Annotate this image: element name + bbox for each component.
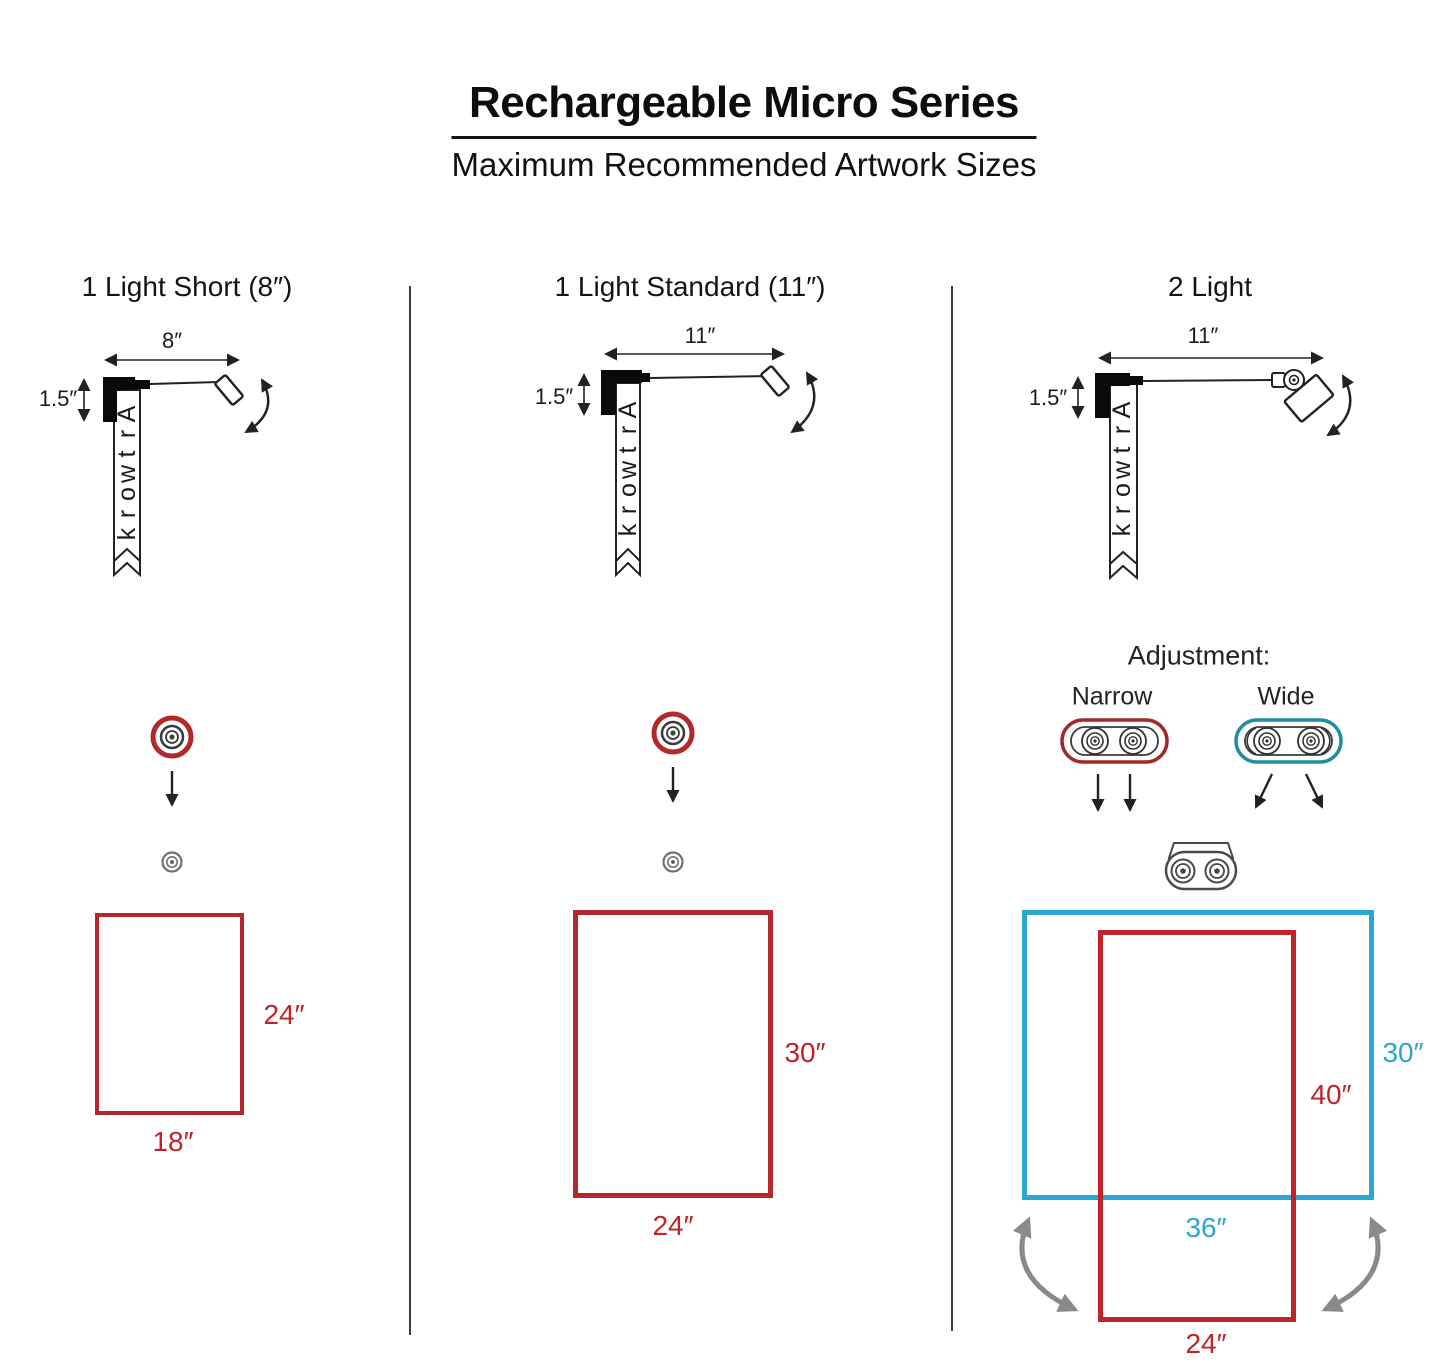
header: Rechargeable Micro Series Maximum Recomm… bbox=[451, 78, 1037, 184]
wide-rect-height-label: 30″ bbox=[1382, 1037, 1424, 1068]
artwork-max-rect-18x24 bbox=[95, 913, 244, 1115]
wide-beam-arrow bbox=[1304, 773, 1324, 809]
rect-height-label: 30″ bbox=[784, 1037, 826, 1068]
narrow-beam-pill bbox=[1060, 718, 1169, 764]
wide-label: Wide bbox=[1257, 682, 1315, 711]
narrow-lenses bbox=[1081, 727, 1147, 755]
light-arm bbox=[649, 375, 771, 379]
column-divider-right bbox=[951, 286, 953, 1331]
fixture-diagram-1-light-short bbox=[77, 353, 274, 578]
rotation-arrow bbox=[1326, 374, 1355, 437]
bracket-hinge bbox=[135, 380, 150, 389]
artwork-ribbon-chevron bbox=[1109, 550, 1138, 565]
swivel-range-arrows bbox=[1012, 1216, 1388, 1312]
column3-title: 2 Light bbox=[1167, 271, 1253, 302]
light-arm bbox=[149, 381, 220, 385]
arm-length-label: 8″ bbox=[161, 328, 183, 353]
swivel-arrow-right bbox=[1321, 1216, 1388, 1312]
artwork-ribbon-chevron bbox=[615, 547, 641, 562]
artwork-max-rect-narrow-24x40 bbox=[1098, 930, 1296, 1322]
bracket-hinge bbox=[637, 373, 650, 382]
rotation-arrow bbox=[790, 371, 819, 434]
light-head bbox=[214, 374, 244, 406]
wide-lenses bbox=[1246, 727, 1331, 755]
lens-front-view-group-2 bbox=[651, 711, 695, 873]
bracket-side bbox=[1095, 373, 1110, 418]
artwork-ribbon-chevron bbox=[113, 547, 141, 562]
lens-front-view-group-1 bbox=[150, 715, 194, 873]
artwork-ribbon bbox=[113, 389, 141, 578]
bracket-side bbox=[103, 377, 117, 422]
column1-title: 1 Light Short (8″) bbox=[81, 271, 293, 302]
arm-length-label: 11″ bbox=[1187, 323, 1219, 348]
artwork-max-rect-wide-36x30 bbox=[1022, 910, 1374, 1200]
fixture-diagram-1-light-standard bbox=[577, 347, 819, 578]
light-head bbox=[1283, 374, 1335, 423]
artwork-max-rect-24x30 bbox=[573, 910, 773, 1198]
page-subtitle: Maximum Recommended Artwork Sizes bbox=[451, 146, 1037, 183]
light-arm bbox=[1142, 379, 1273, 382]
rotation-arrow bbox=[244, 378, 274, 434]
column-divider-left bbox=[409, 286, 411, 1335]
rect-height-label: 24″ bbox=[263, 999, 305, 1030]
narrow-label: Narrow bbox=[1071, 682, 1153, 711]
rect-width-label: 24″ bbox=[652, 1210, 694, 1241]
page-title: Rechargeable Micro Series bbox=[451, 78, 1037, 139]
light-head bbox=[760, 365, 790, 397]
swivel-arrow-left bbox=[1012, 1216, 1079, 1312]
adjustment-graphics bbox=[1060, 718, 1343, 891]
offset-label: 1.5″ bbox=[534, 384, 574, 409]
fixture-diagram-2-light bbox=[1071, 351, 1355, 581]
offset-label: 1.5″ bbox=[38, 386, 78, 411]
adjustment-heading: Adjustment: bbox=[1127, 640, 1271, 671]
two-light-fixture-front bbox=[1164, 842, 1238, 891]
narrow-rect-width-label: 24″ bbox=[1185, 1328, 1227, 1359]
wide-beam-pill bbox=[1234, 718, 1343, 764]
wide-rect-width-label: 36″ bbox=[1185, 1212, 1227, 1243]
bracket-side bbox=[601, 370, 616, 415]
column2-title: 1 Light Standard (11″) bbox=[554, 271, 826, 302]
offset-label: 1.5″ bbox=[1028, 385, 1068, 410]
wide-beam-arrow bbox=[1254, 773, 1274, 809]
arm-length-label: 11″ bbox=[684, 323, 716, 348]
narrow-rect-height-label: 40″ bbox=[1310, 1079, 1352, 1110]
bracket-hinge bbox=[1130, 376, 1143, 385]
rect-width-label: 18″ bbox=[152, 1126, 194, 1157]
